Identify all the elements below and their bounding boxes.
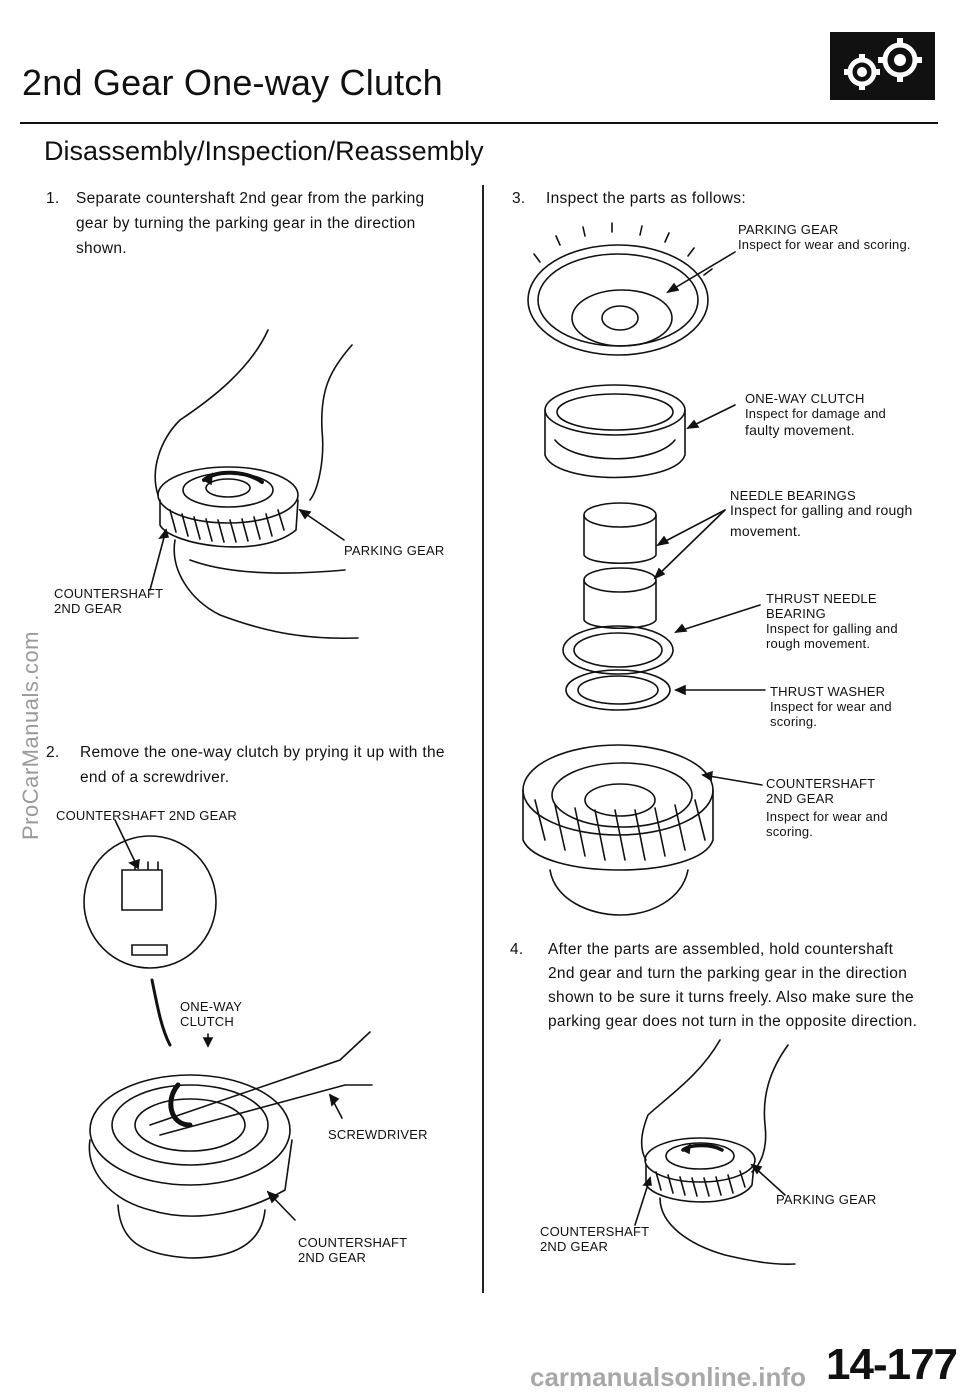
watermark-bottom: carmanualsonline.info: [530, 1362, 806, 1392]
fig1-gear-assembly: [149, 329, 359, 640]
fig3-exploded-parts: [522, 222, 766, 916]
step-line: Remove the one-way clutch by prying it u…: [80, 744, 445, 761]
fig4-gear-assembly: [634, 1039, 796, 1265]
section-subtitle: Disassembly/Inspection/Reassembly: [44, 136, 484, 166]
step-line: Separate countershaft 2nd gear from the …: [76, 190, 425, 207]
step-1: 1. Separate countershaft 2nd gear from t…: [46, 186, 466, 266]
label-line: scoring.: [770, 714, 818, 729]
column-divider: [482, 185, 484, 1293]
label-thrust-needle-bearing: THRUST NEEDLE BEARING Inspect for gallin…: [766, 591, 898, 651]
label-one-way-clutch: ONE-WAY CLUTCH: [180, 999, 242, 1029]
step-line: parking gear does not turn in the opposi…: [548, 1013, 918, 1030]
label-screwdriver: SCREWDRIVER: [328, 1127, 428, 1142]
label-line: COUNTERSHAFT: [540, 1224, 650, 1239]
label-line: movement.: [730, 523, 802, 539]
label-parking-gear: PARKING GEAR: [776, 1192, 877, 1207]
label-line: Inspect for galling and rough: [730, 502, 913, 518]
step-number: 3.: [512, 190, 526, 207]
label-line: BEARING: [766, 606, 826, 621]
header-rule: [20, 122, 938, 124]
step-line: 2nd gear and turn the parking gear in th…: [548, 965, 908, 982]
page-number: 14-177: [826, 1340, 958, 1389]
label-line: Inspect for galling and: [766, 621, 898, 636]
label-line: THRUST WASHER: [770, 684, 886, 699]
label-line: THRUST NEEDLE: [766, 591, 877, 606]
watermark-side: ProCarManuals.com: [18, 630, 43, 840]
step-line: gear by turning the parking gear in the …: [76, 215, 416, 232]
step-line: Inspect the parts as follows:: [546, 190, 746, 207]
label-line: COUNTERSHAFT: [766, 776, 876, 791]
label-line: ONE-WAY: [180, 999, 243, 1014]
label-line: 2ND GEAR: [298, 1250, 367, 1265]
label-line: NEEDLE BEARINGS: [730, 488, 856, 503]
label-one-way-clutch: ONE-WAY CLUTCH Inspect for damage and fa…: [745, 391, 886, 438]
label-line: ONE-WAY CLUTCH: [745, 391, 865, 406]
step-number: 1.: [46, 190, 60, 207]
label-countershaft-2nd-gear: COUNTERSHAFT 2ND GEAR: [56, 808, 237, 823]
label-countershaft-2nd-gear: COUNTERSHAFT 2ND GEAR: [298, 1235, 407, 1265]
label-line: faulty movement.: [745, 422, 855, 438]
label-countershaft-2nd-gear: COUNTERSHAFT 2ND GEAR: [54, 586, 163, 616]
label-line: Inspect for damage and: [745, 406, 886, 421]
label-line: scoring.: [766, 824, 814, 839]
label-line: Inspect for wear and scoring.: [738, 237, 911, 252]
label-line: CLUTCH: [180, 1014, 234, 1029]
label-needle-bearings: NEEDLE BEARINGS Inspect for galling and …: [730, 488, 912, 539]
gears-icon: [830, 32, 935, 100]
fig2-screwdriver-removal: [83, 819, 373, 1259]
label-line: COUNTERSHAFT: [298, 1235, 408, 1250]
step-line: end of a screwdriver.: [80, 769, 230, 786]
label-line: 2ND GEAR: [540, 1239, 609, 1254]
step-2: 2. Remove the one-way clutch by prying i…: [46, 740, 466, 792]
label-line: 2ND GEAR: [54, 601, 123, 616]
label-parking-gear: PARKING GEAR Inspect for wear and scorin…: [738, 222, 911, 252]
label-line: Inspect for wear and: [770, 699, 892, 714]
label-line: 2ND GEAR: [766, 791, 835, 806]
step-line: shown to be sure it turns freely. Also m…: [548, 989, 914, 1006]
label-line: rough movement.: [766, 636, 871, 651]
label-line: PARKING GEAR: [738, 222, 839, 237]
step-3: 3. Inspect the parts as follows:: [512, 186, 912, 214]
label-line: COUNTERSHAFT: [54, 586, 164, 601]
label-thrust-washer: THRUST WASHER Inspect for wear and scori…: [770, 684, 892, 729]
label-line: Inspect for wear and: [766, 809, 888, 824]
step-4: 4. After the parts are assembled, hold c…: [510, 938, 930, 1042]
label-countershaft-2nd-gear: COUNTERSHAFT 2ND GEAR: [540, 1224, 649, 1254]
page-title: 2nd Gear One-way Clutch: [22, 62, 443, 103]
label-countershaft-2nd-gear: COUNTERSHAFT 2ND GEAR Inspect for wear a…: [766, 776, 888, 839]
step-line: shown.: [76, 240, 127, 257]
step-line: After the parts are assembled, hold coun…: [548, 941, 894, 958]
step-number: 2.: [46, 744, 60, 761]
label-parking-gear: PARKING GEAR: [344, 543, 445, 558]
step-number: 4.: [510, 941, 524, 958]
